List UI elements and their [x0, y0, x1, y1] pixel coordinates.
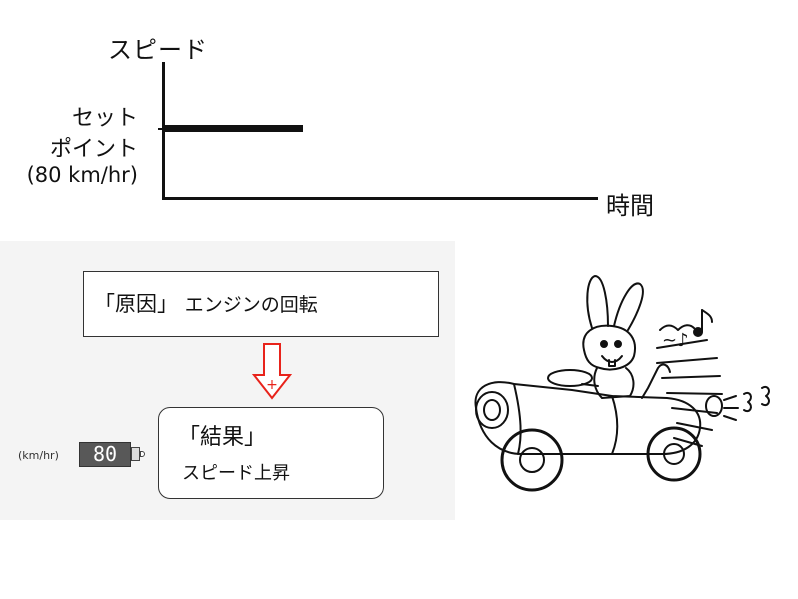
- y-axis-label: スピード: [108, 36, 208, 64]
- result-box: [158, 407, 384, 499]
- meter-connector-tip: [140, 451, 145, 457]
- speed-unit-label: (km/hr): [18, 449, 59, 462]
- illustration-panel: [455, 241, 798, 520]
- meter-connector: [131, 447, 140, 461]
- set-point-line: [164, 125, 303, 132]
- x-axis: [162, 197, 598, 200]
- down-arrow-icon: +: [252, 343, 292, 400]
- cause-bracket: 「原因」: [94, 292, 178, 316]
- cause-description: エンジンの回転: [184, 294, 318, 316]
- y-axis: [162, 62, 165, 200]
- music-note: ~♪: [662, 330, 689, 351]
- rabbit-driving-car-icon: ~♪: [474, 275, 770, 492]
- arrow-plus-sign: +: [266, 377, 278, 393]
- set-point-label-line2: ポイント: [49, 137, 138, 162]
- result-description: スピード上昇: [182, 463, 290, 484]
- cause-box: 「原因」 エンジンの回転: [83, 271, 439, 337]
- set-point-label-line1: セット: [71, 106, 138, 131]
- result-title: 「結果」: [178, 425, 267, 450]
- speed-meter-display: 80: [79, 442, 131, 467]
- set-point-value: (80 km/hr): [26, 163, 138, 187]
- set-point-tick: [158, 128, 164, 130]
- x-axis-label: 時間: [606, 192, 654, 220]
